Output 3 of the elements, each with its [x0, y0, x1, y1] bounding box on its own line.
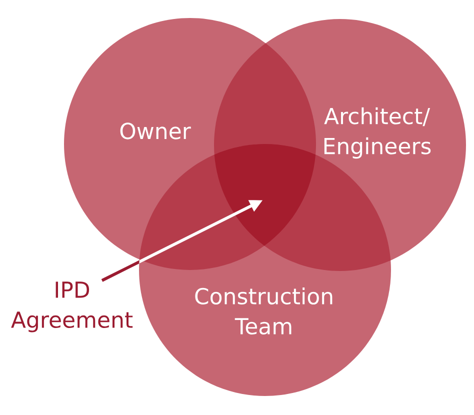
node-label: Construction Team: [195, 287, 332, 335]
center-overlap-region: [214, 144, 316, 246]
callout-text: IPD Agreement: [11, 282, 133, 332]
